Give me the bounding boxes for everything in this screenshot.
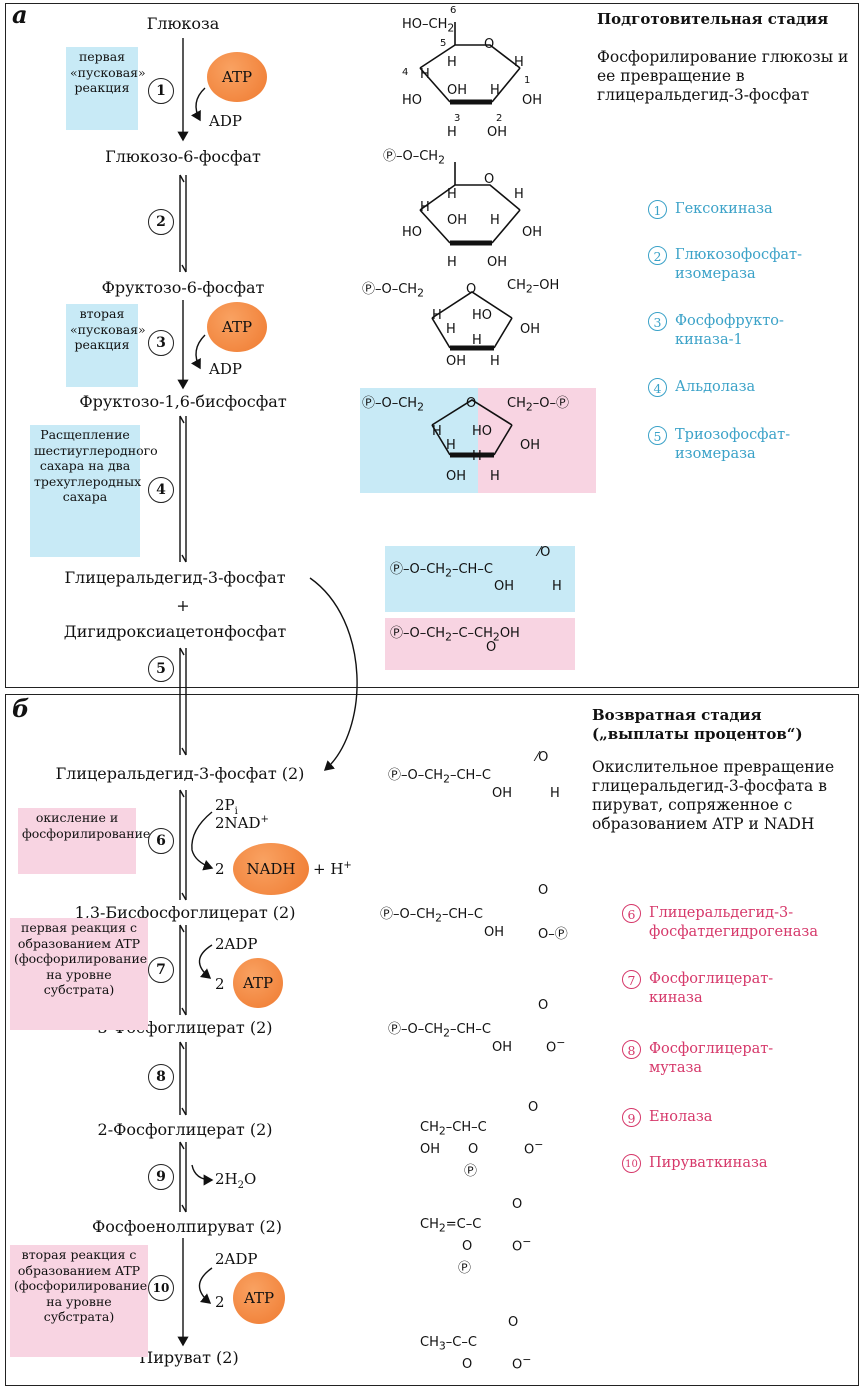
panel-b-label: б bbox=[12, 694, 30, 723]
metabolite-bpg: 1,3-Бисфосфоглицерат (2) bbox=[74, 903, 296, 922]
metabolite-dhap: Дигидроксиацетонфосфат bbox=[63, 622, 287, 641]
metabolite-glucose: Глюкоза bbox=[146, 14, 220, 33]
pi-label: 2Pi bbox=[215, 796, 238, 817]
g6p-ring bbox=[419, 162, 521, 246]
two-adp-label-10: 2ADP bbox=[215, 1250, 258, 1268]
gap-structure-labels: Ⓟ–O–CH2–CH–C ⁄O OH H bbox=[390, 545, 562, 594]
note-oxidation: окисление и фосфорилирование bbox=[18, 808, 150, 874]
pyr-structure-labels: CH3–C–C O O O− bbox=[420, 1315, 532, 1373]
pg2-structure-labels: CH2–CH–C O OH O Ⓟ O− bbox=[420, 1100, 544, 1179]
h2o-label: 2H2O bbox=[215, 1170, 257, 1191]
f6p-ring bbox=[431, 291, 513, 351]
step-8: 8 bbox=[148, 1064, 174, 1090]
fbp-ring bbox=[431, 399, 513, 458]
note-cleavage: Расщепление шестиуглеродного сахара на д… bbox=[30, 425, 158, 557]
atp-two-7: 2 bbox=[215, 975, 225, 993]
bpg-structure-labels: Ⓟ–O–CH2–CH–C O OH O–Ⓟ bbox=[380, 883, 568, 942]
pg3-structure-labels: Ⓟ–O–CH2–CH–C O OH O− bbox=[388, 998, 566, 1056]
metabolite-gap: Глицеральдегид-3-фосфат bbox=[64, 568, 286, 587]
glucose-ring bbox=[419, 22, 521, 105]
metabolite-g6p: Глюкозо-6-фосфат bbox=[105, 147, 261, 166]
two-adp-label-7: 2ADP bbox=[215, 935, 258, 953]
metabolite-f6p: Фруктозо-6-фосфат bbox=[101, 278, 265, 297]
step-4: 4 bbox=[148, 477, 174, 503]
note-first-trigger: первая «пусковая» реакция bbox=[66, 47, 146, 130]
nadh-orb: NADH bbox=[233, 843, 309, 895]
panel-b-title: Возвратная стадия („выплаты процентов“) bbox=[592, 706, 803, 743]
step-6: 6 bbox=[148, 828, 174, 854]
note-first-atp: первая реакция с образованием ATP (фосфо… bbox=[10, 918, 148, 1030]
nadh-two: 2 bbox=[215, 860, 225, 878]
plus-h-label: + H+ bbox=[313, 860, 352, 878]
metabolite-pep: Фосфоенолпируват (2) bbox=[91, 1217, 283, 1236]
panel-a-label: а bbox=[12, 0, 28, 29]
panel-a-description: Фосфорилирование глюкозы и ее превращени… bbox=[597, 48, 849, 104]
note-second-trigger: вторая «пусковая» реакция bbox=[66, 304, 146, 387]
dhap-structure-labels: Ⓟ–O–CH2–C–CH2OH O bbox=[390, 626, 520, 655]
atp-two-10: 2 bbox=[215, 1293, 225, 1311]
step-10: 10 bbox=[148, 1275, 174, 1301]
fbp-pink-half bbox=[478, 388, 596, 493]
step-2: 2 bbox=[148, 209, 174, 235]
atp-orb-7: ATP bbox=[233, 958, 283, 1008]
metabolite-fbp: Фруктозо-1,6-бисфосфат bbox=[79, 392, 287, 411]
panel-b-description: Окислительное превращение глицеральдегид… bbox=[592, 758, 835, 833]
step-9: 9 bbox=[148, 1164, 174, 1190]
panel-a-title: Подготовительная стадия bbox=[597, 10, 829, 28]
metabolite-gap2: Глицеральдегид-3-фосфат (2) bbox=[55, 764, 305, 783]
step-5: 5 bbox=[148, 656, 174, 682]
gap2-structure-labels: Ⓟ–O–CH2–CH–C ⁄O OH H bbox=[388, 750, 560, 801]
gap-structure-box bbox=[385, 546, 575, 612]
atp-orb-10: ATP bbox=[233, 1272, 285, 1324]
step-7: 7 bbox=[148, 957, 174, 983]
nad-label: 2NAD+ bbox=[215, 814, 269, 832]
atp-orb-3: ATP bbox=[207, 302, 267, 352]
metabolite-pg2: 2-Фосфоглицерат (2) bbox=[97, 1120, 273, 1139]
metabolite-plus: + bbox=[176, 596, 190, 615]
step-3: 3 bbox=[148, 330, 174, 356]
fbp-blue-half bbox=[360, 388, 478, 493]
note-second-atp: вторая реакция с образованием ATP (фосфо… bbox=[10, 1245, 148, 1357]
atp-orb-1: ATP bbox=[207, 52, 267, 102]
dhap-structure-box bbox=[385, 618, 575, 670]
metabolite-pyr: Пируват (2) bbox=[139, 1348, 239, 1367]
pep-structure-labels: CH2=C–C O O Ⓟ O− bbox=[420, 1197, 532, 1276]
adp-label-3: ADP bbox=[209, 360, 242, 378]
adp-label-1: ADP bbox=[209, 112, 242, 130]
step-1: 1 bbox=[148, 78, 174, 104]
